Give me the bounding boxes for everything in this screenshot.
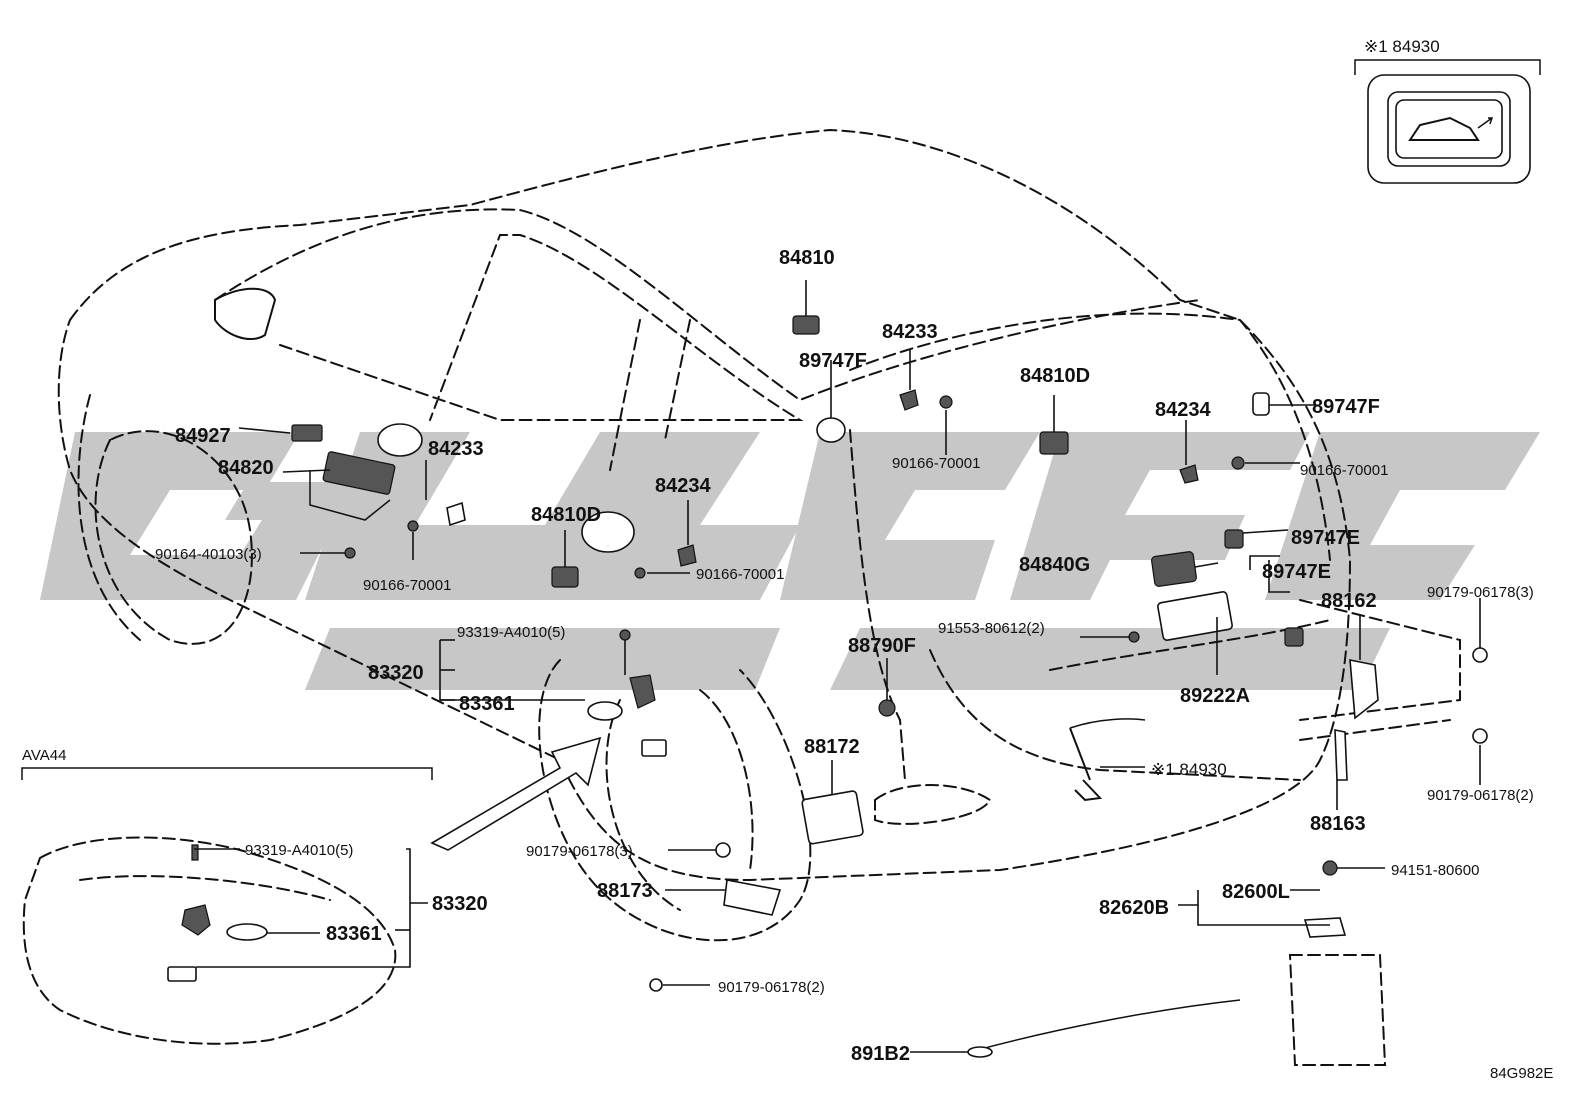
label-84810d-a: 84810D: [1020, 365, 1090, 387]
label-93319-b: 93319-A4010(5): [245, 842, 353, 859]
vehicle-outline: [57, 128, 1461, 942]
label-83361-a: 83361: [459, 693, 515, 715]
label-84840g: 84840G: [1019, 554, 1090, 576]
label-90166-a: 90166-70001: [892, 455, 980, 472]
label-90179-a: 90179-06178(3): [1427, 584, 1534, 601]
label-83320-a: 83320: [368, 662, 424, 684]
label-90166-b: 90166-70001: [1300, 462, 1388, 479]
label-84810d-b: 84810D: [531, 504, 601, 526]
inset-title: ※1 84930: [1364, 37, 1440, 56]
ava44-inset: [21, 767, 433, 1045]
label-90164: 90164-40103(3): [155, 546, 262, 563]
label-88172: 88172: [804, 736, 860, 758]
diagram-code: 84G982E: [1490, 1065, 1553, 1082]
label-89747e-a: 89747E: [1291, 527, 1360, 549]
variant-label: AVA44: [22, 747, 66, 764]
label-83361-b: 83361: [326, 923, 382, 945]
label-89747f-a: 89747F: [799, 350, 867, 372]
label-88162: 88162: [1321, 590, 1377, 612]
label-88790f: 88790F: [848, 635, 916, 657]
label-83320-b: 83320: [432, 893, 488, 915]
label-82620b: 82620B: [1099, 897, 1169, 919]
label-84820: 84820: [218, 457, 274, 479]
label-84233-a: 84233: [882, 321, 938, 343]
label-93319-a: 93319-A4010(5): [457, 624, 565, 641]
label-90179-b: 90179-06178(2): [1427, 787, 1534, 804]
label-88163: 88163: [1310, 813, 1366, 835]
direction-arrow: [430, 736, 602, 851]
inset-switch-box: [1354, 59, 1541, 184]
label-89747f-b: 89747F: [1312, 396, 1380, 418]
label-89747e-b: 89747E: [1262, 561, 1331, 583]
label-89222a: 89222A: [1180, 685, 1250, 707]
label-90166-d: 90166-70001: [696, 566, 784, 583]
label-84927: 84927: [175, 425, 231, 447]
watermark-logo: [40, 432, 1540, 690]
label-90179-d: 90179-06178(2): [718, 979, 825, 996]
part-labels: 84810 89747F 84233 84810D 84234 89747F 9…: [155, 247, 1534, 1065]
parts: [291, 315, 1488, 1066]
label-94151: 94151-80600: [1391, 862, 1479, 879]
label-90166-c: 90166-70001: [363, 577, 451, 594]
label-891b2: 891B2: [851, 1043, 910, 1065]
label-88173: 88173: [597, 880, 653, 902]
label-91553: 91553-80612(2): [938, 620, 1045, 637]
leader-lines: [194, 280, 1481, 1053]
label-82600l: 82600L: [1222, 881, 1290, 903]
label-84233-b: 84233: [428, 438, 484, 460]
label-84234-b: 84234: [655, 475, 711, 497]
label-84930: ※1 84930: [1151, 760, 1227, 779]
label-84234-a: 84234: [1155, 399, 1211, 421]
label-84810: 84810: [779, 247, 835, 269]
label-90179-c: 90179-06178(3): [526, 843, 633, 860]
